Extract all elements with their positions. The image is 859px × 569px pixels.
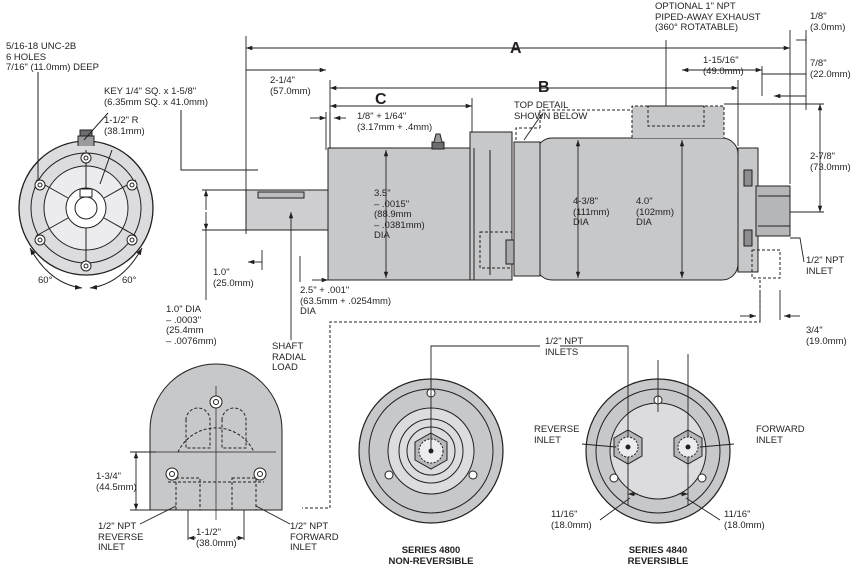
flange-end-view (18, 72, 258, 290)
dim-3-4-label: 3/4"(19.0mm) (806, 325, 847, 347)
dim-1-0-label: 1.0"(25.0mm) (213, 267, 254, 289)
dim-3-5-label: 3.5"– .0015"(88.9mm – .0381mm)DIA (374, 188, 425, 241)
dim-11-16-right-label: 11/16"(18.0mm) (724, 509, 765, 531)
dim-1-8-right-label: 1/8"(3.0mm) (810, 11, 846, 33)
radius-label: 1-1/2" R(38.1mm) (104, 115, 145, 137)
key-label: KEY 1/4" SQ. x 1-5/8"(6.35mm SQ. x 41.0m… (104, 86, 208, 108)
dim-4-3-8-label: 4-3/8"(111mm)DIA (573, 196, 610, 228)
dim-shaft-dia-label: 1.0" DIA– .0003"(25.4mm– .0076mm) (166, 304, 217, 347)
dim-c-label: C (375, 91, 387, 108)
dim-11-16-left-label: 11/16"(18.0mm) (551, 509, 592, 531)
motor-side-view (245, 105, 791, 509)
dim-1-3-4-label: 1-3/4"(44.5mm) (96, 471, 137, 493)
dim-2-7-8-label: 2-7/8"(73.0mm) (810, 151, 851, 173)
dimension-lines (202, 30, 824, 340)
angle-right-label: 60° (122, 275, 137, 286)
dim-2-1-4-label: 2-1/4"(57.0mm) (270, 75, 311, 97)
series-4800-end-view (358, 345, 540, 524)
dim-4-0-label: 4.0"(102mm)DIA (636, 196, 675, 228)
dim-a-label: A (510, 40, 522, 57)
dim-2-5-label: 2.5" + .001"(63.5mm + .0254mm)DIA (300, 285, 392, 317)
dim-1-1-2-label: 1-1/2"(38.0mm) (196, 527, 237, 549)
series-4840-end-view (560, 345, 735, 524)
dim-1-8-label: 1/8" + 1/64"(3.17mm + .4mm) (357, 111, 433, 133)
angle-left-label: 60° (38, 275, 53, 286)
top-detail-view (130, 363, 291, 541)
dim-7-8-label: 7/8"(22.0mm) (810, 58, 851, 80)
dim-b-label: B (538, 79, 550, 96)
dim-1-15-16-label: 1-15/16"(49.0mm) (703, 55, 744, 77)
